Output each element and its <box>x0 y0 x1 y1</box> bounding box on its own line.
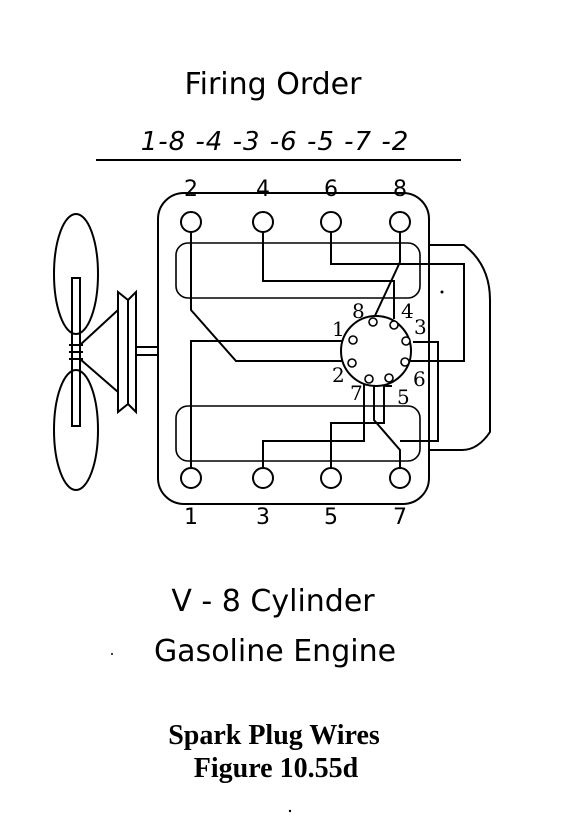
wire-cylinder-2 <box>190 222 345 362</box>
crank-pulley <box>117 289 137 415</box>
fan-blade-lower <box>53 369 99 491</box>
engine-type-line2: Gasoline Engine <box>154 634 396 669</box>
distributor-terminal-2 <box>347 358 357 368</box>
distributor-terminal-6 <box>400 357 410 367</box>
distributor-terminal-1 <box>348 335 358 345</box>
figure-number: Figure 10.55d <box>194 753 359 784</box>
spark-plug-2 <box>180 211 202 233</box>
distributor-label-8: 8 <box>352 299 365 323</box>
upper-inner-loop <box>175 242 421 299</box>
wire-cylinder-8 <box>372 222 401 321</box>
spark-plug-3 <box>252 467 274 489</box>
spark-plug-5 <box>320 467 342 489</box>
distributor-terminal-8 <box>368 317 378 327</box>
cylinder-label-5: 5 <box>324 505 338 530</box>
cylinder-label-4: 4 <box>256 177 270 202</box>
cylinder-label-7: 7 <box>393 505 407 530</box>
distributor-label-5: 5 <box>397 385 410 409</box>
cylinder-label-3: 3 <box>256 505 270 530</box>
speck <box>111 653 113 655</box>
distributor-label-1: 1 <box>332 317 345 341</box>
cylinder-label-1: 1 <box>184 505 198 530</box>
spark-plug-4 <box>252 211 274 233</box>
distributor-terminal-4 <box>389 320 399 330</box>
wire-cylinder-4 <box>262 222 395 319</box>
engine-type-line1: V - 8 Cylinder <box>171 584 375 619</box>
cylinder-label-2: 2 <box>184 177 198 202</box>
caption-title: Spark Plug Wires <box>168 720 380 751</box>
distributor-label-2: 2 <box>332 363 345 387</box>
wire-cylinder-5 <box>330 385 392 478</box>
distributor-bracket <box>429 244 491 451</box>
spark-plug-6 <box>320 211 342 233</box>
spark-plug-1 <box>180 467 202 489</box>
distributor-label-6: 6 <box>413 367 426 391</box>
distributor-label-3: 3 <box>414 315 427 339</box>
fan-cone <box>79 309 119 393</box>
spark-plug-8 <box>389 211 411 233</box>
wire-cylinder-1 <box>190 340 354 478</box>
distributor-terminal-7 <box>364 374 374 384</box>
engine-block <box>157 192 430 505</box>
wire-cylinder-3 <box>262 380 365 478</box>
fan-blade-upper <box>53 213 99 335</box>
wire-terminal-3-return <box>400 341 439 442</box>
distributor-terminals <box>347 317 411 384</box>
spark-plugs <box>180 211 411 489</box>
distributor-label-7: 7 <box>350 381 363 405</box>
diagram-title: Firing Order <box>185 67 363 102</box>
distributor-terminal-3 <box>401 336 411 346</box>
wire-cylinder-7 <box>373 383 401 478</box>
cylinder-label-6: 6 <box>324 177 338 202</box>
distributor-terminal-5 <box>384 373 394 383</box>
distributor-cap <box>340 315 412 387</box>
firing-order-sequence: 1-8 -4 -3 -6 -5 -7 -2 <box>141 127 410 157</box>
lower-inner-loop <box>175 405 421 462</box>
cylinder-label-8: 8 <box>393 177 407 202</box>
distributor-label-4: 4 <box>401 299 414 323</box>
spark-plug-wires <box>190 222 465 478</box>
speck <box>288 809 292 813</box>
bracket-dot <box>440 290 444 294</box>
spark-plug-7 <box>389 467 411 489</box>
wire-cylinder-6 <box>330 222 465 362</box>
